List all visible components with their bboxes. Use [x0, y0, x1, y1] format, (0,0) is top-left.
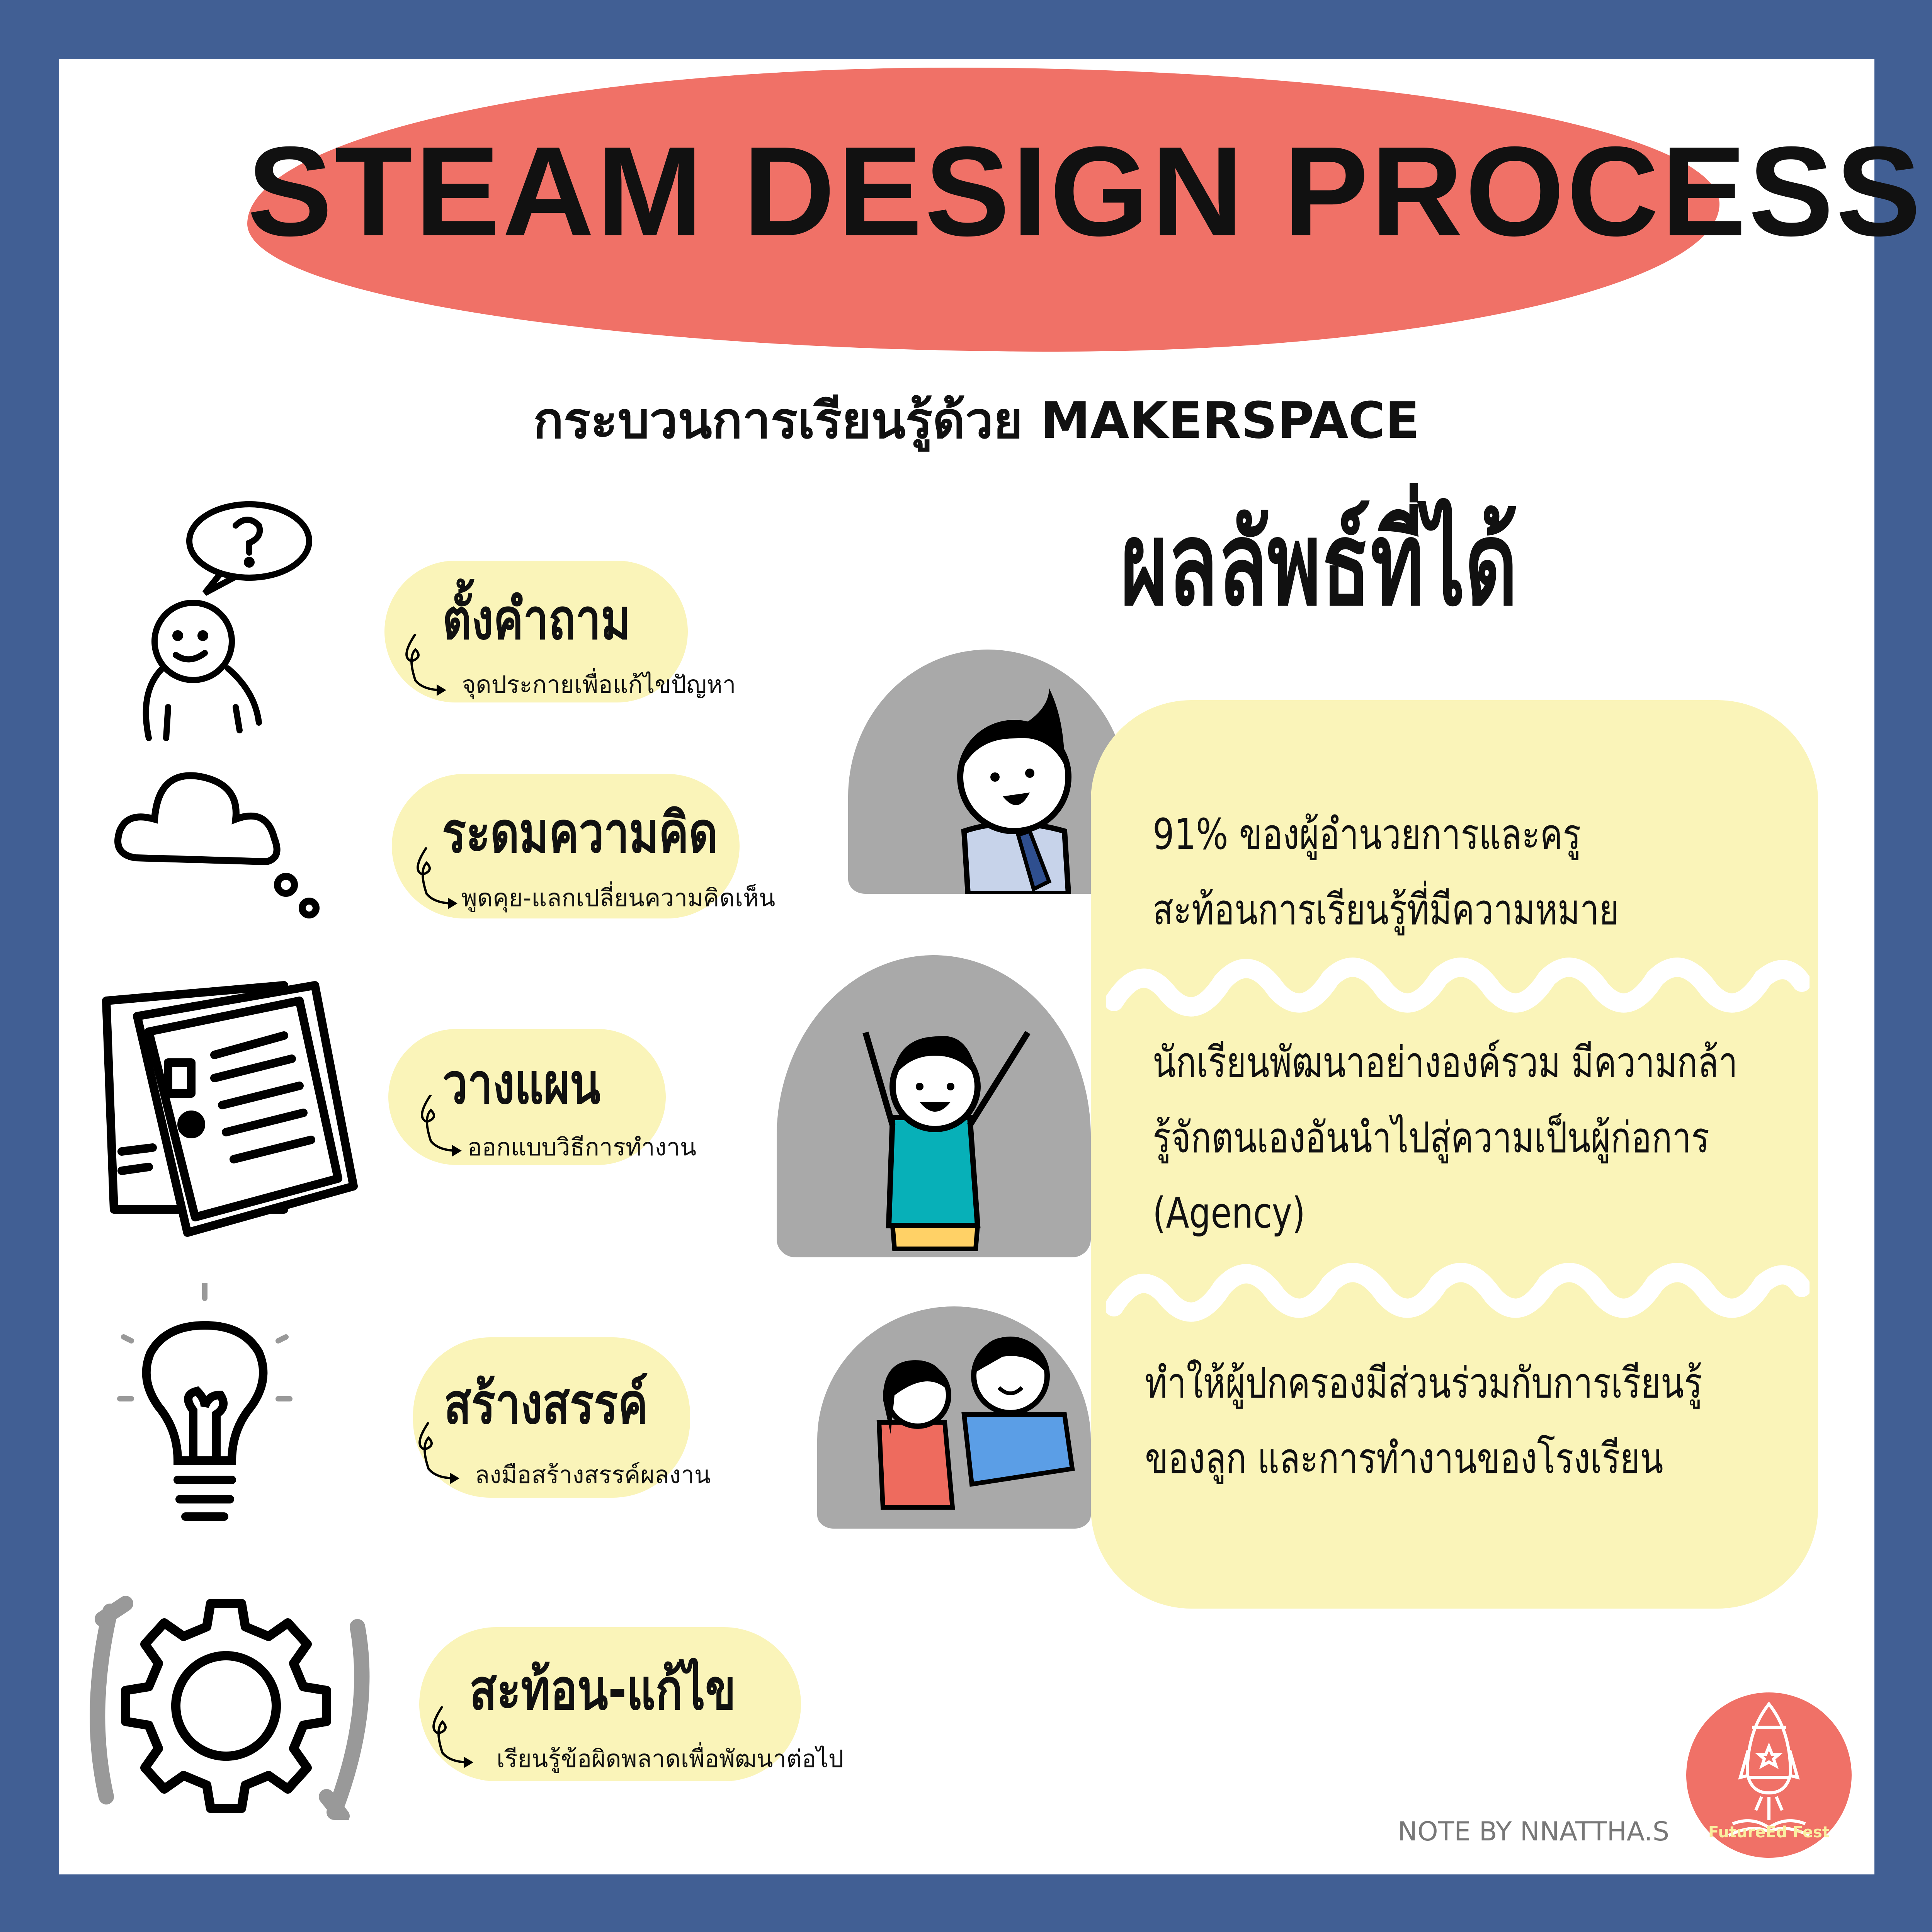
step-title: ตั้งคำถาม — [442, 587, 631, 652]
results-panel: 91% ของผู้อำนวยการและครู สะท้อนการเรียนร… — [1091, 700, 1818, 1609]
cheering-student-icon — [862, 1031, 1031, 1251]
result-line: ของลูก และการทำงานของโรงเรียน — [1145, 1434, 1663, 1483]
parent-child-icon — [876, 1337, 1075, 1510]
page-title: STEAM DESIGN PROCESS — [247, 120, 1923, 262]
futureed-fest-logo: FutureEd Fest — [1686, 1692, 1852, 1858]
curly-arrow-icon — [432, 1706, 473, 1768]
result-item-2: นักเรียนพัฒนาอย่างองค์รวม มีความกล้า รู้… — [1153, 1025, 1738, 1251]
page-subtitle: กระบวนการเรียนรู้ด้วย MAKERSPACE — [533, 391, 1420, 450]
author-note: NOTE BY NNATTHA.S — [1398, 1816, 1669, 1847]
curly-arrow-icon — [421, 1095, 462, 1156]
step-pill-create: สร้างสรรค์ ลงมือสร้างสรรค์ผลงาน — [413, 1337, 711, 1498]
document-icon — [102, 981, 358, 1237]
illustration-student — [777, 955, 1091, 1257]
step-pill-reflect: สะท้อน-แก้ไข เรียนรู้ข้อผิดพลาดเพื่อพัฒน… — [419, 1627, 844, 1781]
curly-arrow-icon — [417, 847, 457, 909]
step-title: สะท้อน-แก้ไข — [469, 1657, 736, 1723]
step-description: ลงมือสร้างสรรค์ผลงาน — [475, 1461, 711, 1489]
curly-arrow-icon — [405, 634, 446, 696]
step-pill-brainstorm: ระดมความคิด พูดคุย-แลกเปลี่ยนความคิดเห็น — [392, 774, 775, 918]
result-line: ทำให้ผู้ปกครองมีส่วนร่วมกับการเรียนรู้ — [1145, 1358, 1702, 1408]
curly-arrow-icon — [418, 1422, 459, 1484]
step-title: วางแผน — [442, 1051, 600, 1117]
illustration-parent-child — [817, 1306, 1091, 1529]
wave-divider — [1106, 1263, 1810, 1322]
result-line: นักเรียนพัฒนาอย่างองค์รวม มีความกล้า — [1153, 1037, 1738, 1087]
wave-divider — [1106, 957, 1810, 1017]
step-pill-plan: วางแผน ออกแบบวิธีการทำงาน — [388, 1029, 696, 1165]
result-line: สะท้อนการเรียนรู้ที่มีความหมาย — [1153, 885, 1619, 934]
thought-cloud-icon — [114, 772, 320, 918]
result-line: 91% ของผู้อำนวยการและครู — [1153, 810, 1581, 859]
gear-cycle-icon — [90, 1596, 370, 1820]
step-description: จุดประกายเพื่อแก้ไขปัญหา — [462, 670, 736, 699]
title-banner — [247, 68, 1719, 352]
logo-text: FutureEd Fest — [1708, 1823, 1830, 1841]
result-line: รู้จักตนเองอันนำไปสู่ความเป็นผู้ก่อการ — [1153, 1113, 1710, 1162]
step-description: พูดคุย-แลกเปลี่ยนความคิดเห็น — [461, 884, 776, 912]
rocket-book-icon — [1728, 1701, 1810, 1837]
thinking-person-icon — [143, 501, 312, 741]
step-title: สร้างสรรค์ — [444, 1371, 648, 1437]
illustration-teacher — [848, 650, 1128, 896]
lightbulb-icon — [117, 1283, 293, 1521]
results-title: ผลลัพธ์ที่ได้ — [1121, 497, 1518, 631]
step-description: เรียนรู้ข้อผิดพลาดเพื่อพัฒนาต่อไป — [497, 1745, 844, 1773]
result-line: (Agency) — [1153, 1188, 1306, 1238]
step-pill-ask: ตั้งคำถาม จุดประกายเพื่อแก้ไขปัญหา — [384, 561, 736, 702]
step-description: ออกแบบวิธีการทำงาน — [468, 1133, 697, 1161]
result-item-3: ทำให้ผู้ปกครองมีส่วนร่วมกับการเรียนรู้ ข… — [1145, 1345, 1702, 1496]
result-item-1: 91% ของผู้อำนวยการและครู สะท้อนการเรียนร… — [1153, 797, 1619, 947]
smiling-teacher-icon — [957, 688, 1071, 896]
step-title: ระดมความคิด — [442, 800, 718, 866]
